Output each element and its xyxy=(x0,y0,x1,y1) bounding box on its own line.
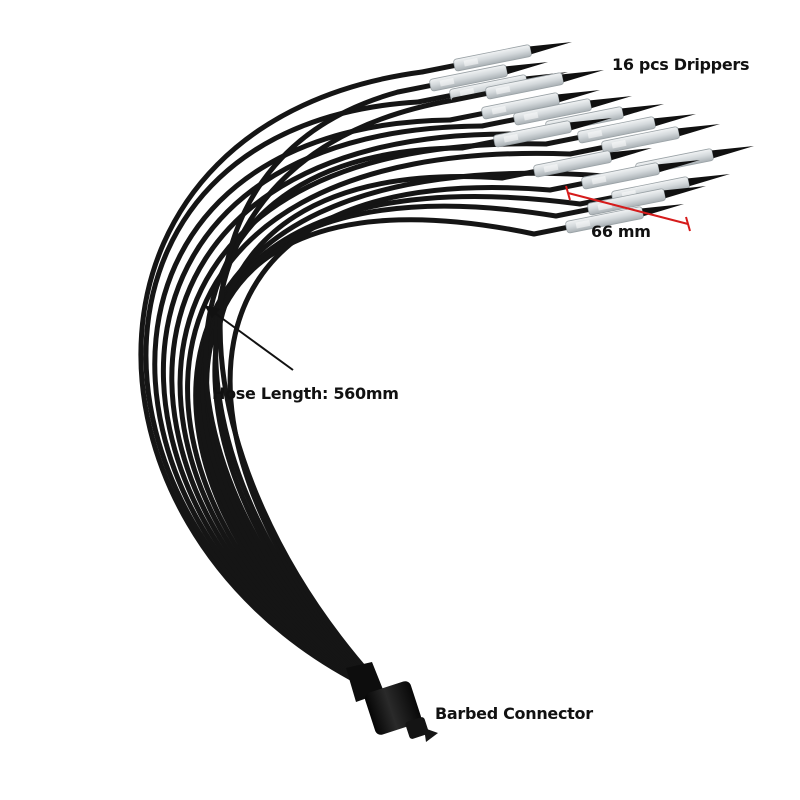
dripper xyxy=(553,185,707,219)
dripper xyxy=(451,69,605,103)
hose xyxy=(213,97,457,681)
barbed-connector xyxy=(346,662,438,742)
dripper-width-label: 66 mm xyxy=(591,222,651,241)
hose-bundle xyxy=(138,69,607,681)
hose xyxy=(202,145,465,681)
hose xyxy=(143,99,421,681)
dripper xyxy=(459,117,613,151)
hose-length-label: Hose Length: 560mm xyxy=(212,384,399,403)
dripper-group xyxy=(395,41,755,237)
dripper xyxy=(499,147,653,181)
hose xyxy=(217,89,401,681)
drippers-count-label: 16 pcs Drippers xyxy=(612,55,750,74)
dripper xyxy=(395,61,549,95)
hose xyxy=(138,69,425,681)
dripper xyxy=(567,123,721,157)
hose xyxy=(177,141,549,681)
hose xyxy=(227,185,553,681)
hose xyxy=(185,150,573,681)
hose xyxy=(152,117,453,681)
dripper xyxy=(543,113,697,147)
hose xyxy=(161,123,485,681)
hose xyxy=(169,131,517,681)
dripper xyxy=(531,203,685,237)
dripper-width-measure-line xyxy=(565,185,691,232)
dripper xyxy=(447,89,601,123)
hose xyxy=(193,170,607,681)
barbed-connector-label: Barbed Connector xyxy=(435,704,593,723)
dripper xyxy=(479,95,633,129)
hose-length-arrow xyxy=(204,305,294,371)
dripper xyxy=(419,41,573,75)
hose xyxy=(204,217,537,681)
